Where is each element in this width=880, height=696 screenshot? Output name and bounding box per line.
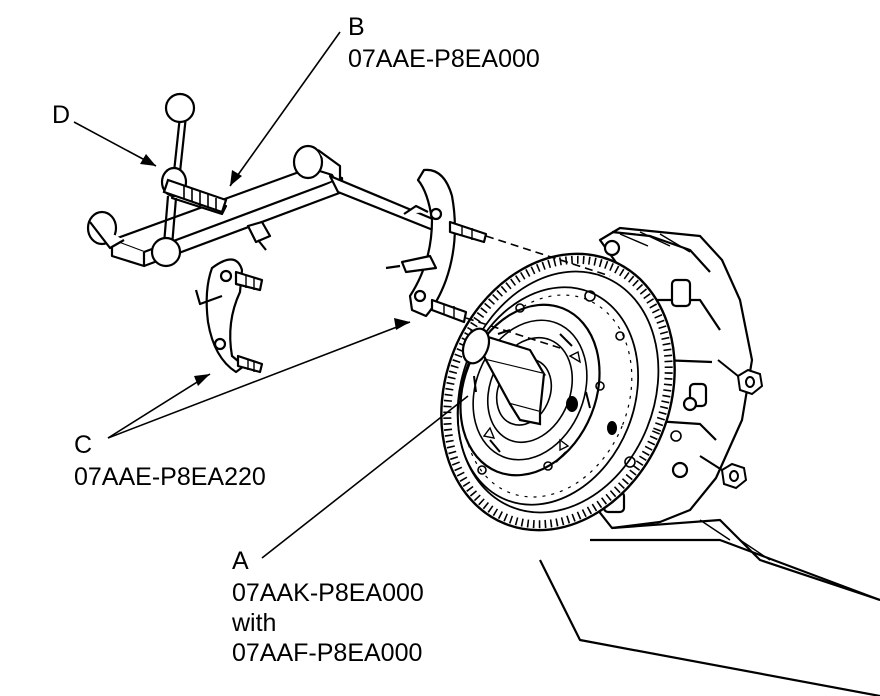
leader-b	[229, 31, 341, 187]
tool-c-shoe-right	[385, 168, 488, 324]
leader-c-right	[107, 321, 411, 439]
label-c-letter: C	[74, 431, 93, 459]
leader-lines	[73, 31, 611, 559]
arrowheads	[140, 154, 410, 386]
label-a-part-number-1: 07AAK-P8EA000	[232, 579, 424, 607]
leader-a	[261, 395, 469, 559]
label-a-letter: A	[232, 547, 249, 575]
tool-d-handle	[150, 92, 228, 268]
leader-d	[73, 121, 157, 167]
guide-line-1	[485, 235, 611, 277]
label-d-letter: D	[52, 101, 71, 129]
label-c-part-number: 07AAE-P8EA220	[74, 463, 266, 491]
label-a-part-number-2: 07AAF-P8EA000	[232, 639, 423, 667]
guide-line-2	[465, 317, 561, 349]
label-b-part-number: 07AAE-P8EA000	[348, 45, 540, 73]
tool-b-crossbar	[86, 144, 450, 268]
alignment-shaft	[461, 327, 547, 426]
leader-c-left	[107, 373, 211, 439]
tool-c-shoe-left	[194, 258, 264, 374]
label-b-letter: B	[348, 13, 365, 41]
nut-lower	[699, 455, 748, 490]
label-a-connector: with	[232, 609, 277, 637]
nut-upper	[717, 359, 764, 396]
